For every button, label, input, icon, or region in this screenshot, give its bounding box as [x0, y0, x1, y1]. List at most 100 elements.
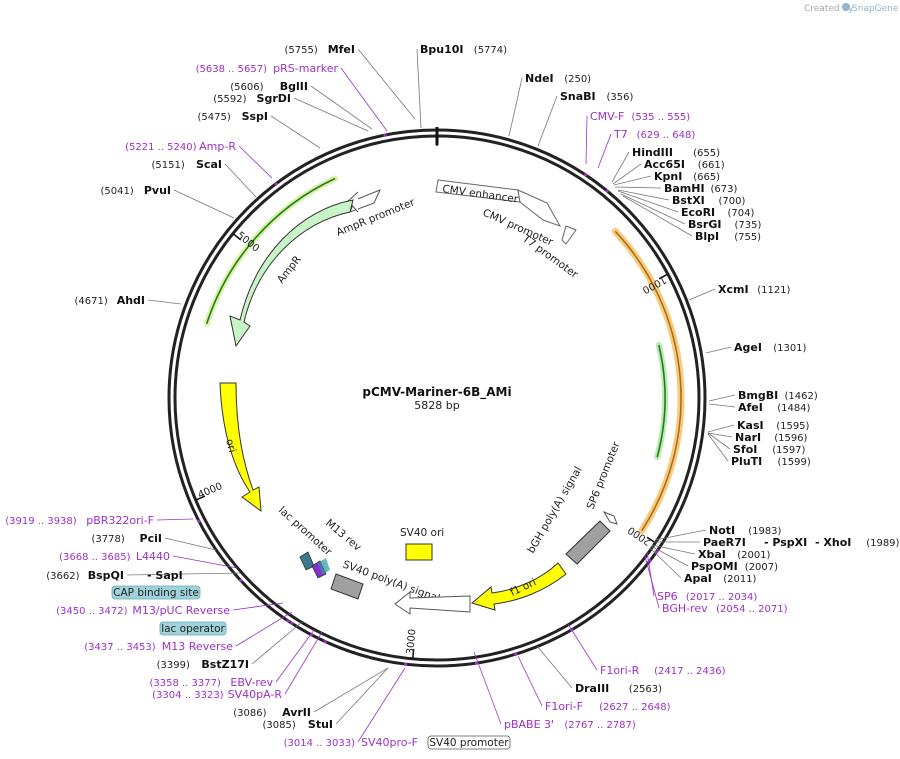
sv40-promoter-badge[interactable]: SV40 promoter [427, 735, 511, 750]
site-position: (5221 .. 5240) [125, 142, 197, 153]
site-t7[interactable]: T7(629 .. 648) [597, 128, 695, 193]
site-mfei[interactable]: MfeI(5755) [285, 43, 416, 120]
site-bstz17i[interactable]: BstZ17I(3399) [157, 621, 303, 671]
site-kpni[interactable]: KpnI(665) [613, 170, 720, 186]
site-bglii[interactable]: BglII(5606) [230, 80, 373, 130]
cap-binding-site-badge[interactable]: CAP binding site [111, 585, 201, 600]
site-name: NarI [735, 431, 761, 444]
site-position: (3085) [263, 720, 296, 731]
site-name: SgrDI [257, 92, 291, 105]
site-noti[interactable]: NotI(1983) [654, 524, 782, 541]
site-xbai[interactable]: XbaI(2001) [651, 544, 771, 561]
site-draiii[interactable]: DraIII(2563) [536, 645, 662, 695]
site-blpi[interactable]: BlpI(755) [622, 195, 761, 243]
leader-line [508, 77, 523, 137]
site-bmgbi[interactable]: BmgBI(1462) [708, 389, 818, 402]
site-position: (535 .. 555) [632, 112, 691, 123]
leader-line [156, 518, 194, 521]
site-scai[interactable]: ScaI(5151) [152, 158, 257, 198]
site-pvui[interactable]: PvuI(5041) [101, 184, 235, 219]
site-ndei[interactable]: NdeI(250) [508, 72, 591, 137]
site-position: (4671) [75, 296, 108, 307]
feature-orf-orange[interactable] [611, 227, 685, 535]
site-sv40par[interactable]: SV40pA-R(3304 .. 3323) [152, 631, 327, 701]
feature-sv40-ori[interactable]: SV40 ori [400, 527, 444, 561]
site-sgrdi[interactable]: SgrDI(5592) [213, 92, 369, 132]
site-snabi[interactable]: SnaBI(356) [537, 90, 633, 147]
site-sspi[interactable]: SspI(5475) [198, 110, 321, 149]
site-ecori[interactable]: EcoRI(704) [617, 190, 754, 219]
site-l4440[interactable]: L4440(3668 .. 3685) [59, 550, 243, 583]
site-kasi[interactable]: KasI(1595) [707, 419, 810, 433]
site-pspomi[interactable]: PspOMI(2007) [650, 545, 778, 573]
site-f1orir[interactable]: F1ori-R(2417 .. 2436) [567, 623, 726, 677]
site-nari[interactable]: NarI(1596) [707, 431, 808, 444]
site-pbr322[interactable]: pBR322ori-F(3919 .. 3938) [5, 514, 201, 527]
site-pspxi[interactable]: - PspXI [764, 536, 807, 549]
site-bsrgi[interactable]: BsrGI(735) [620, 193, 761, 231]
svg-text:CAP binding site: CAP binding site [113, 587, 199, 599]
leader-line [238, 145, 273, 179]
feature-ori[interactable]: ori [219, 382, 262, 513]
site-sfoi[interactable]: SfoI(1597) [707, 432, 806, 456]
site-m13puc[interactable]: M13/pUC Reverse(3450 .. 3472) [56, 602, 290, 623]
site-agei[interactable]: AgeI(1301) [705, 341, 807, 354]
leader-line [164, 537, 217, 551]
site-sv40prof[interactable]: SV40pro-F(3014 .. 3033) [284, 662, 418, 749]
site-position: (1301) [773, 343, 806, 354]
feature-orf-green[interactable] [654, 342, 668, 461]
site-xhoi[interactable]: - XhoI(1989) [815, 536, 900, 549]
site-ebvrev[interactable]: EBV-rev(3358 .. 3377) [149, 629, 315, 689]
site-position: (2627 .. 2648) [599, 702, 671, 713]
site-paer7i[interactable]: PaeR7I [654, 536, 746, 549]
site-ampr[interactable]: Amp-R(5221 .. 5240) [125, 140, 278, 186]
site-sp6[interactable]: SP6(2017 .. 2034) [646, 550, 758, 603]
site-bstxi[interactable]: BstXI(700) [617, 189, 745, 207]
feature-sv40-promoter-arrow[interactable] [394, 590, 471, 615]
site-acc65i[interactable]: Acc65I(661) [612, 158, 725, 185]
site-afei[interactable]: AfeI(1484) [708, 401, 811, 414]
site-bghrev[interactable]: BGH-rev(2054 .. 2071) [644, 555, 788, 615]
leader-line [126, 572, 241, 576]
site-bamhi[interactable]: BamHI(673) [614, 182, 737, 195]
feature-cmv-enhancer[interactable]: CMV enhancer [435, 179, 521, 206]
site-pluti[interactable]: PluTI(1599) [707, 433, 811, 468]
site-position: (2011) [723, 574, 756, 585]
leader-line [651, 544, 696, 555]
primer-mark [239, 578, 243, 583]
site-m13reverse[interactable]: M13 Reverse(3437 .. 3453) [84, 611, 294, 653]
lac-operator-badge[interactable]: lac operator [159, 621, 227, 636]
site-hindiii[interactable]: HindIII(655) [611, 146, 720, 183]
site-name: StuI [308, 718, 333, 731]
feature-ampr-promoter[interactable]: AmpR promoter [335, 189, 417, 239]
site-position: (3662) [46, 571, 79, 582]
site-bpu10i[interactable]: Bpu10I(5774) [416, 43, 507, 129]
leader-line [567, 623, 598, 671]
site-position: (2017 .. 2034) [686, 592, 758, 603]
primer-mark [323, 640, 327, 644]
site-pcii[interactable]: PciI(3778) [92, 532, 217, 551]
site-xcmi[interactable]: XcmI(1121) [688, 283, 791, 301]
feature-f1-ori[interactable]: f1 ori [470, 562, 567, 611]
site-f1orif[interactable]: F1ori-F(2627 .. 2648) [514, 652, 671, 714]
feature-t7-promoter[interactable]: T7 promoter [519, 225, 581, 281]
leader-line [293, 97, 369, 132]
feature-orf-green-left[interactable] [203, 175, 339, 327]
primer-mark [309, 633, 313, 637]
leader-line [646, 551, 655, 597]
feature-ampr[interactable]: AmpR [229, 199, 354, 348]
site-bspqi[interactable]: BspQI(3662) [46, 569, 241, 582]
leader-line [173, 189, 235, 219]
feature-sp6-promoter[interactable]: SP6 promoter [585, 439, 623, 525]
site-prsmarker[interactable]: pRS-marker(5638 .. 5657) [196, 62, 388, 137]
site-stui[interactable]: StuI (3085) [263, 667, 389, 731]
leader-line [707, 432, 731, 450]
leader-line [597, 133, 612, 169]
site-cmvf[interactable]: CMV-F(535 .. 555) [584, 110, 691, 177]
site-position: (3358 .. 3377) [149, 678, 221, 689]
site-avrii[interactable]: AvrII(3086) [233, 667, 389, 719]
site-sapi[interactable]: - SapI [147, 569, 183, 582]
site-position: (1983) [748, 526, 781, 537]
site-ahdi[interactable]: AhdI(4671) [75, 294, 182, 307]
site-pbabe3[interactable]: pBABE 3'(2767 .. 2787) [473, 651, 636, 731]
